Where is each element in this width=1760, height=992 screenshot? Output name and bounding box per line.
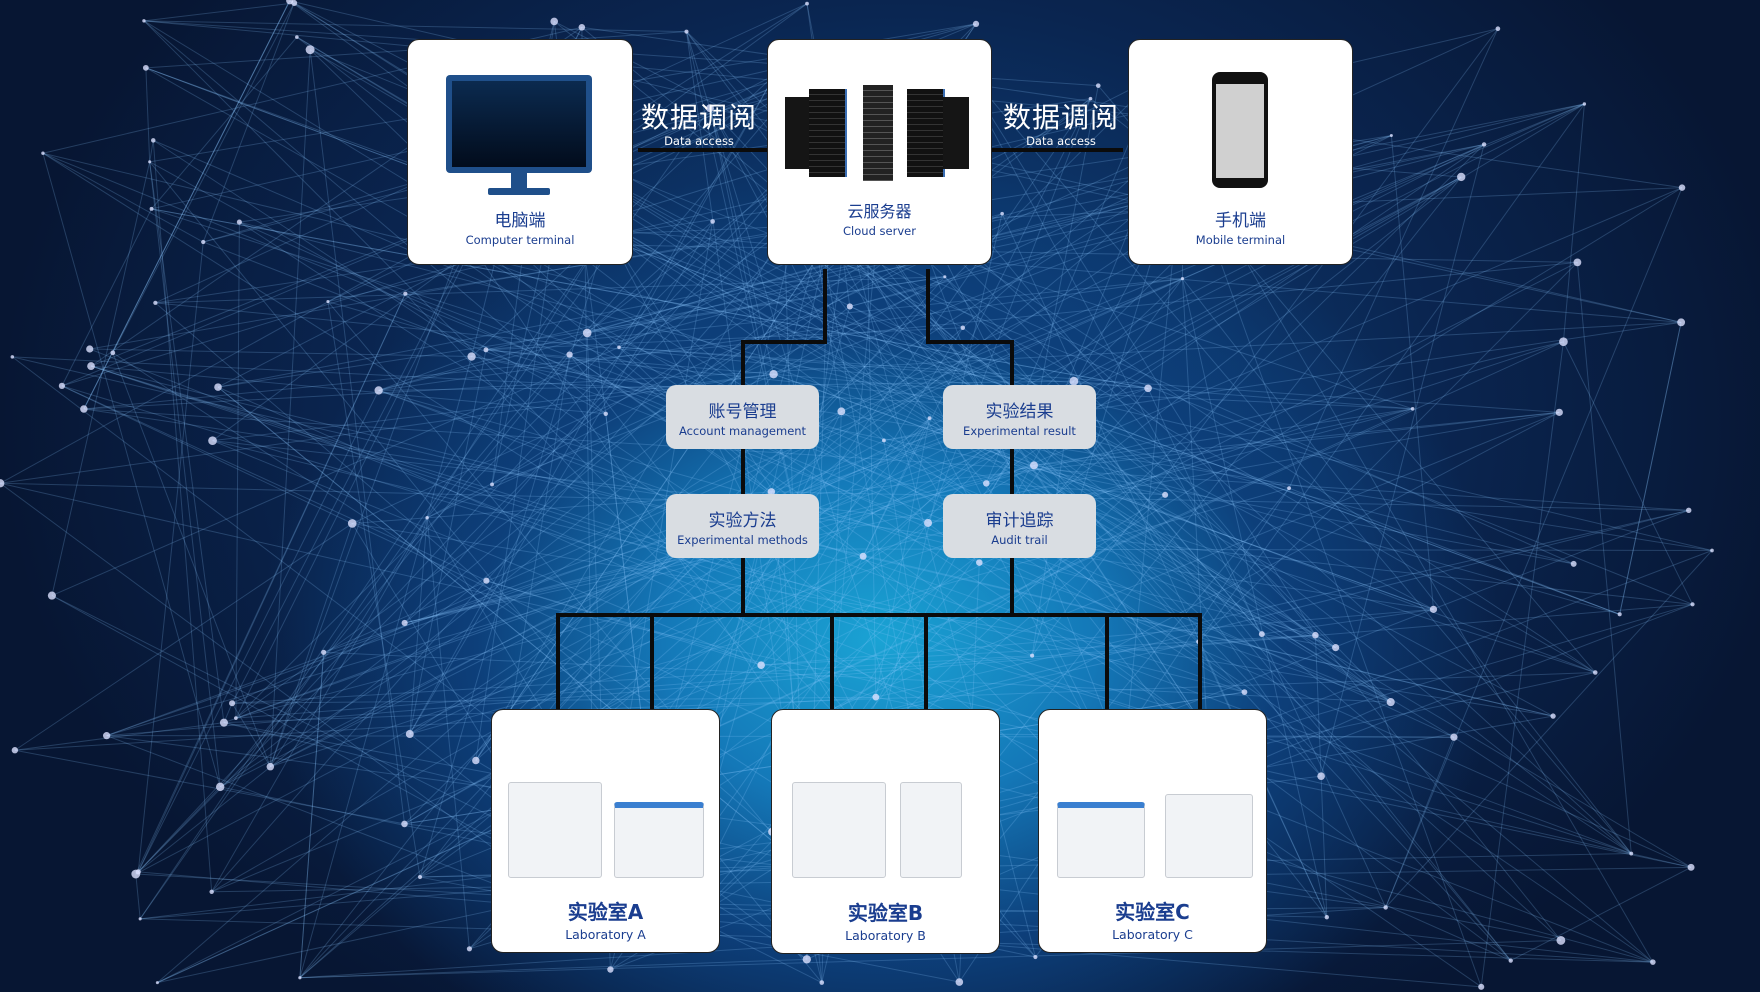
mobile-terminal-card: 手机端 Mobile terminal	[1128, 39, 1353, 265]
function-cn: 账号管理	[708, 402, 777, 422]
function-cn: 实验方法	[708, 511, 777, 531]
dissolution-tester-icon	[508, 782, 602, 878]
function-cn: 审计追踪	[985, 511, 1054, 531]
lab-subtitle: Laboratory A	[565, 927, 646, 942]
lab-subtitle: Laboratory C	[1112, 927, 1193, 942]
audit-trail-box: 审计追踪 Audit trail	[943, 494, 1096, 558]
function-en: Experimental result	[963, 424, 1076, 438]
connector-line	[638, 148, 768, 152]
auto-analyzer-icon	[1165, 794, 1253, 878]
experimental-methods-box: 实验方法 Experimental methods	[666, 494, 819, 558]
laboratory-b-card: 实验室B Laboratory B	[771, 709, 1000, 954]
bus-line	[556, 613, 1202, 617]
server-title: 云服务器	[847, 202, 912, 221]
computer-terminal-card: 电脑端 Computer terminal	[407, 39, 633, 265]
data-access-label-left: 数据调阅 Data access	[634, 96, 764, 148]
mobile-title: 手机端	[1215, 211, 1266, 231]
cloud-server-card: 云服务器 Cloud server	[767, 39, 992, 265]
link-cn: 数据调阅	[640, 101, 757, 134]
connector-line	[1198, 613, 1202, 709]
connector-line	[926, 340, 1014, 344]
lab-title: 实验室B	[847, 901, 924, 925]
sampler-icon	[1057, 802, 1145, 878]
laboratory-c-card: 实验室C Laboratory C	[1038, 709, 1267, 953]
lab-subtitle: Laboratory B	[845, 928, 926, 943]
computer-subtitle: Computer terminal	[465, 233, 575, 247]
server-subtitle: Cloud server	[843, 224, 916, 238]
computer-title: 电脑端	[494, 211, 546, 231]
function-en: Account management	[678, 424, 807, 438]
connector-line	[992, 148, 1123, 152]
connector-line	[556, 613, 560, 709]
laboratory-a-card: 实验室A Laboratory A	[491, 709, 720, 953]
link-en: Data access	[664, 134, 734, 148]
monitor-icon	[446, 75, 592, 173]
account-management-box: 账号管理 Account management	[666, 385, 819, 449]
sampler-icon	[614, 802, 704, 878]
dissolution-tester-icon	[792, 782, 886, 878]
experimental-result-box: 实验结果 Experimental result	[943, 385, 1096, 449]
function-en: Audit trail	[991, 533, 1048, 547]
connector-line	[1010, 340, 1014, 617]
connector-line	[830, 613, 834, 709]
connector-line	[924, 613, 928, 709]
lab-title: 实验室C	[1115, 900, 1190, 924]
function-cn: 实验结果	[985, 402, 1054, 422]
connector-line	[926, 269, 930, 344]
lab-title: 实验室A	[567, 900, 644, 924]
smartphone-icon	[1212, 72, 1268, 188]
auto-sampler-icon	[900, 782, 962, 878]
connector-line	[741, 340, 745, 617]
connector-line	[823, 269, 827, 344]
server-rack-icon	[785, 85, 975, 215]
data-access-label-right: 数据调阅 Data access	[996, 96, 1126, 148]
link-en: Data access	[1026, 134, 1096, 148]
link-cn: 数据调阅	[1002, 101, 1119, 134]
mobile-subtitle: Mobile terminal	[1195, 233, 1286, 247]
connector-line	[1105, 613, 1109, 709]
function-en: Experimental methods	[677, 533, 808, 547]
connector-line	[741, 340, 827, 344]
connector-line	[650, 613, 654, 709]
